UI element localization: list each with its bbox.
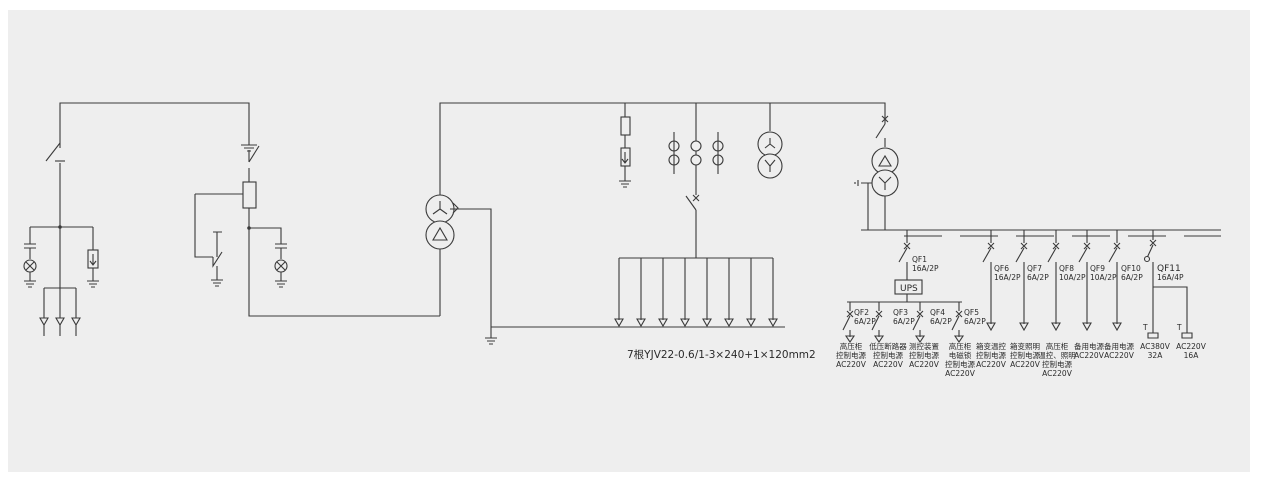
qf9-rating: 10A/2P xyxy=(1090,273,1117,282)
load-qf7-line2: 控制电源 xyxy=(1010,350,1040,360)
qf5-name: QF5 xyxy=(964,308,979,317)
qf11-name: QF11 xyxy=(1157,264,1181,274)
load-qf10-line1: 备用电源 xyxy=(1104,341,1134,351)
qf8-rating: 10A/2P xyxy=(1059,273,1086,282)
qf3-rating: 6A/2P xyxy=(893,317,915,326)
qf7-name: QF7 xyxy=(1027,264,1042,273)
load-qf6-line3: AC220V xyxy=(976,360,1007,369)
load-qf5-line3: 控制电源 xyxy=(945,359,975,369)
qf10-name: QF10 xyxy=(1121,264,1141,273)
socket-2-line2: 16A xyxy=(1184,351,1200,360)
socket-2-line1: AC220V xyxy=(1176,342,1207,351)
load-qf7-line3: AC220V xyxy=(1010,360,1041,369)
qf1-rating: 16A/2P xyxy=(912,264,939,273)
socket-2-marker: T xyxy=(1176,323,1182,332)
socket-1-line2: 32A xyxy=(1148,351,1164,360)
load-qf4-line2: 控制电源 xyxy=(909,350,939,360)
qf2-name: QF2 xyxy=(854,308,869,317)
load-qf2-line1: 高压柜 xyxy=(840,341,863,351)
load-qf10-line2: AC220V xyxy=(1104,351,1135,360)
socket-1-line1: AC380V xyxy=(1140,342,1171,351)
qf2-rating: 6A/2P xyxy=(854,317,876,326)
load-qf5-line4: AC220V xyxy=(945,369,976,378)
qf9-name: QF9 xyxy=(1090,264,1105,273)
qf10-rating: 6A/2P xyxy=(1121,273,1143,282)
qf1-name: QF1 xyxy=(912,255,927,264)
lv-instruments xyxy=(614,103,783,328)
load-qf4-line1: 测控装置 xyxy=(909,341,939,351)
load-qf6-line1: 箱变温控 xyxy=(976,341,1006,351)
load-qf5-line1: 高压柜 xyxy=(949,341,972,351)
load-qf5-line2: 电磁锁 xyxy=(949,350,972,360)
ups-label: UPS xyxy=(900,284,918,294)
socket-1-marker: T xyxy=(1142,323,1148,332)
load-qf7-line1: 箱变照明 xyxy=(1010,341,1040,351)
qf11-rating: 16A/4P xyxy=(1157,273,1184,282)
load-qf8-line3: 控制电源 xyxy=(1042,359,1072,369)
cable-spec-label: 7根YJV22-0.6/1-3×240+1×120mm2 xyxy=(627,348,816,361)
qf6-rating: 16A/2P xyxy=(994,273,1021,282)
load-qf4-line3: AC220V xyxy=(909,360,940,369)
qf7-rating: 6A/2P xyxy=(1027,273,1049,282)
load-qf8-line4: AC220V xyxy=(1042,369,1073,378)
load-qf3-line1: 低压断路器 xyxy=(869,341,907,351)
qf5-rating: 6A/2P xyxy=(964,317,986,326)
qf6-name: QF6 xyxy=(994,264,1009,273)
qf4-name: QF4 xyxy=(930,308,945,317)
load-qf2-line3: AC220V xyxy=(836,360,867,369)
hv-section xyxy=(23,102,440,336)
qf8-name: QF8 xyxy=(1059,264,1074,273)
aux-transformer xyxy=(854,115,1221,237)
load-qf8-line2: 温控、照明 xyxy=(1038,350,1076,360)
load-qf6-line2: 控制电源 xyxy=(976,350,1006,360)
load-qf2-line2: 控制电源 xyxy=(836,350,866,360)
feeder-breakers xyxy=(842,230,1193,343)
load-qf8-line1: 高压柜 xyxy=(1046,341,1069,351)
ups-box xyxy=(894,279,923,295)
qf3-name: QF3 xyxy=(893,308,908,317)
load-qf3-line3: AC220V xyxy=(873,360,904,369)
diagram-panel xyxy=(8,10,1250,472)
qf4-rating: 6A/2P xyxy=(930,317,952,326)
main-transformer xyxy=(425,102,886,345)
load-qf9-line1: 备用电源 xyxy=(1074,341,1104,351)
load-qf9-line2: AC220V xyxy=(1074,351,1105,360)
load-qf3-line2: 控制电源 xyxy=(873,350,903,360)
